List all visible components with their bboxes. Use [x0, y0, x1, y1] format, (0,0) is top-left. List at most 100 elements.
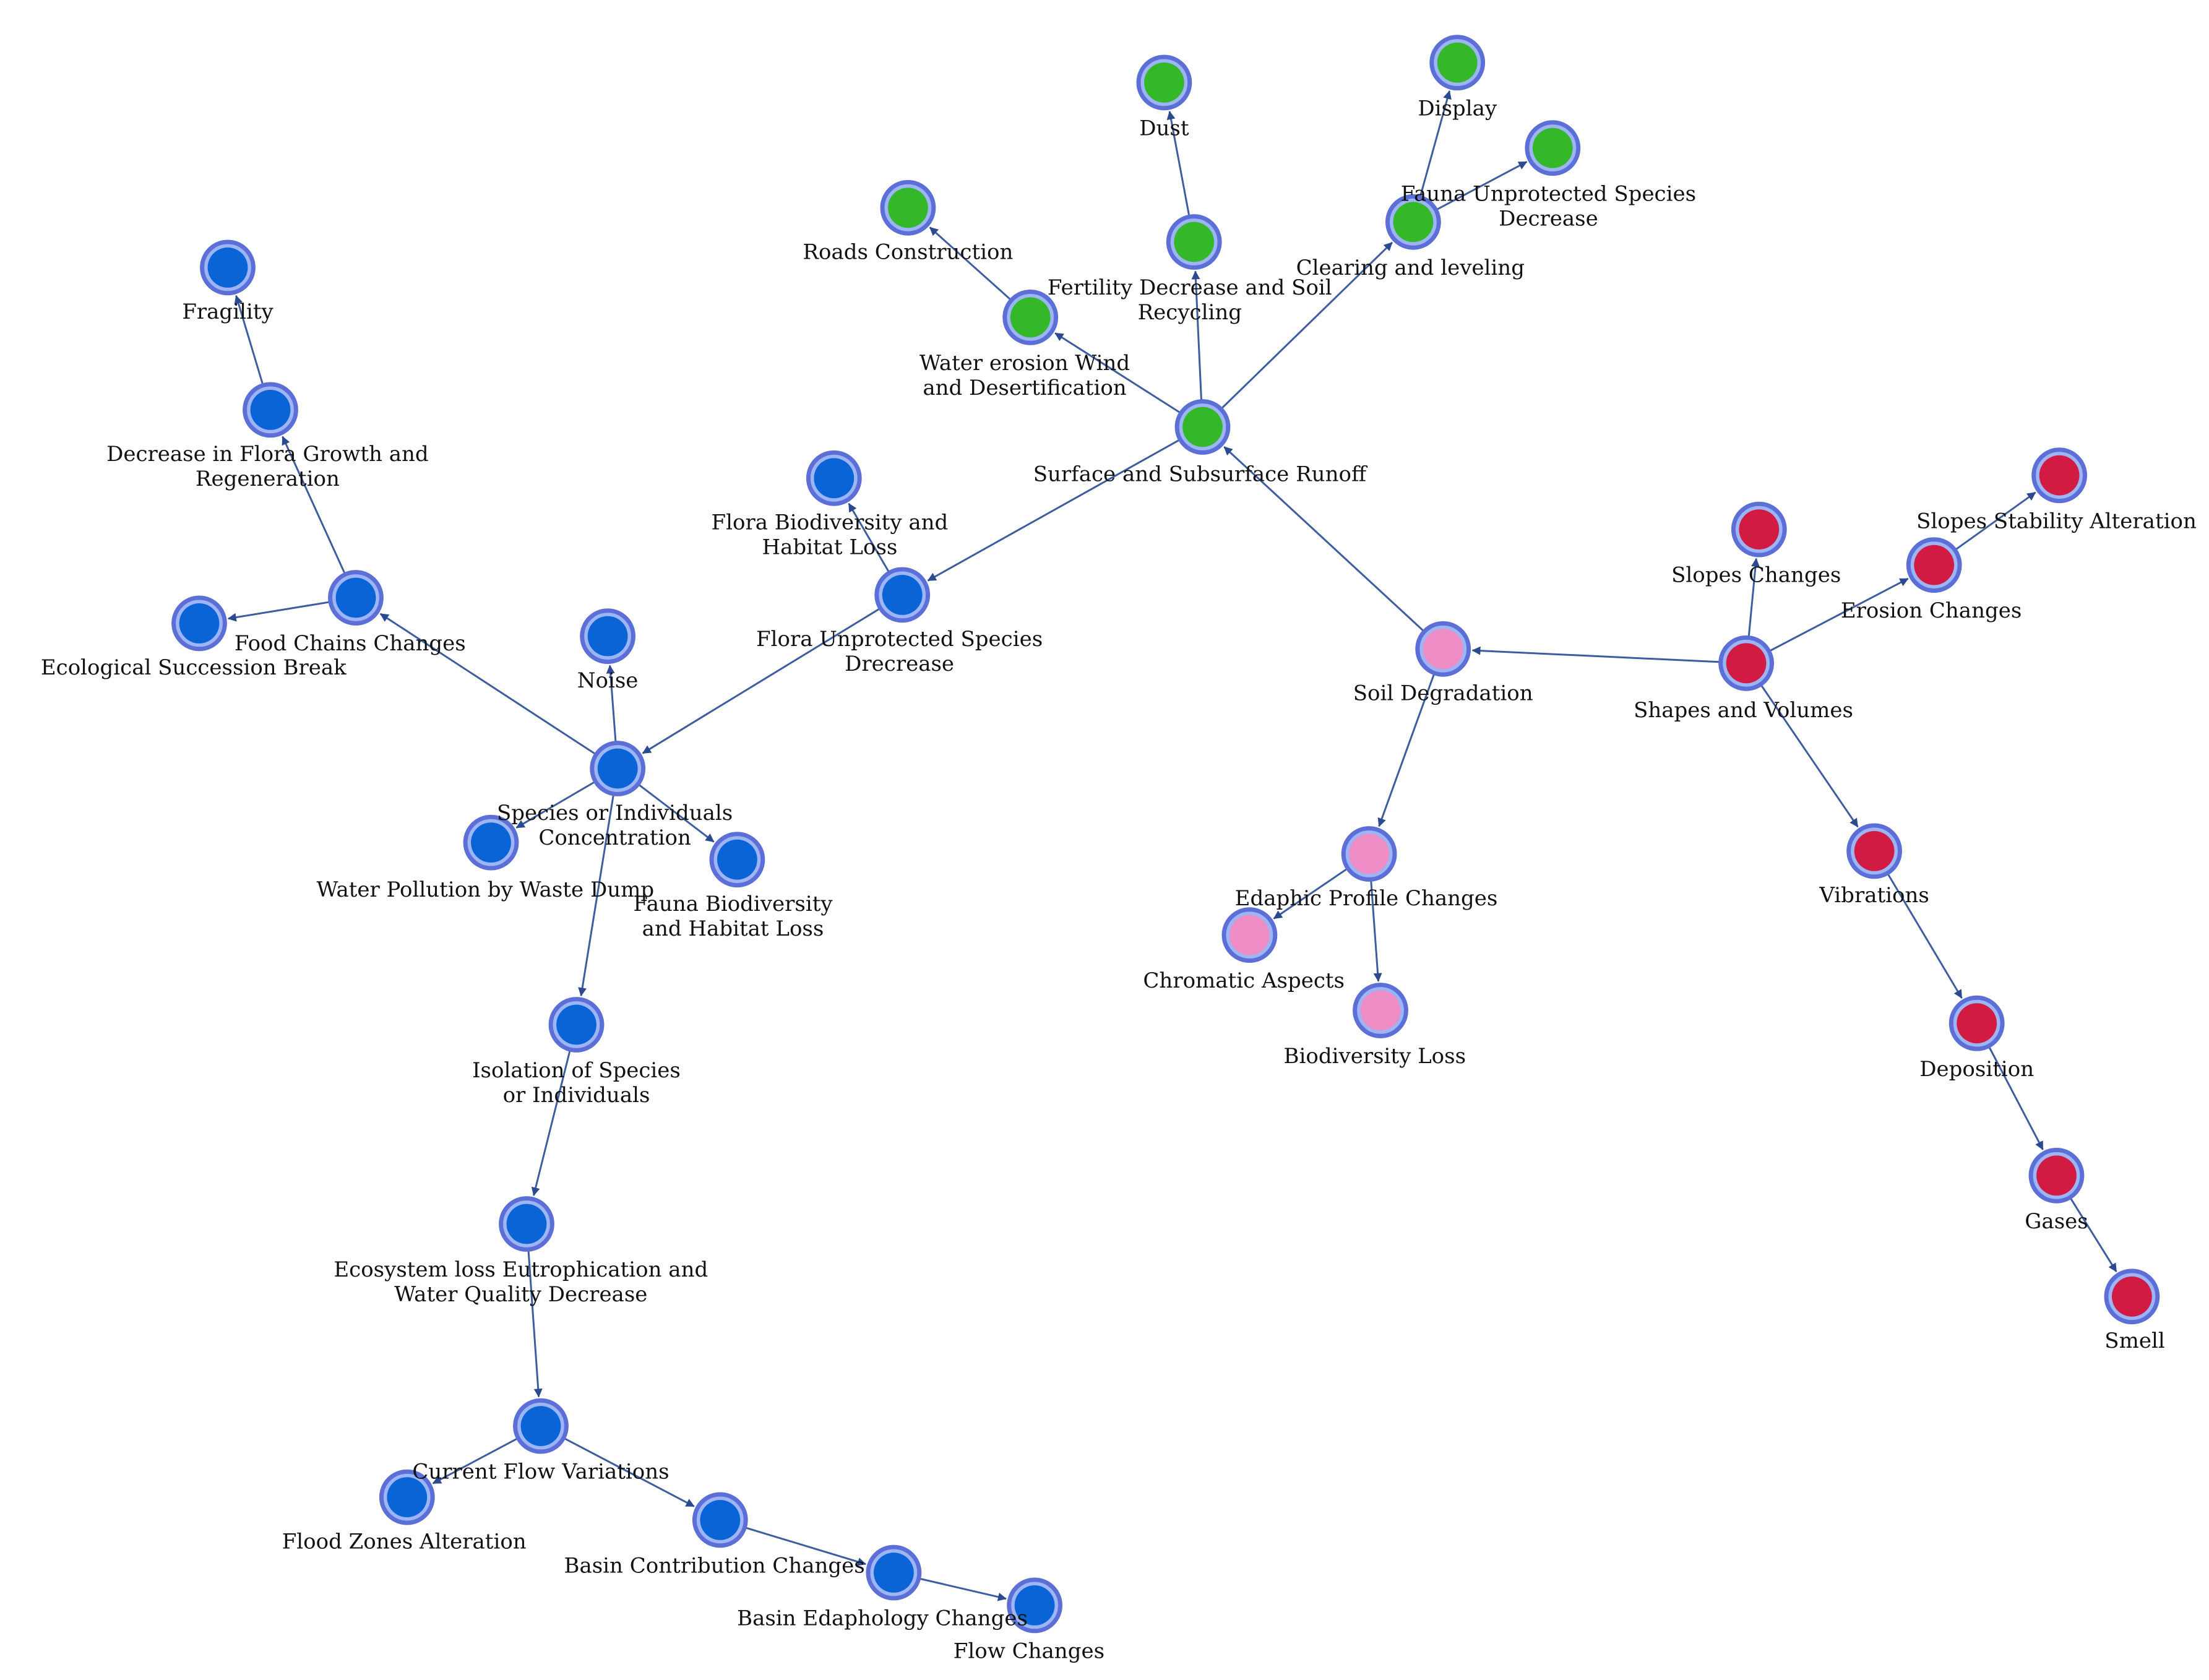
edge-shapes-to-erosion — [1768, 577, 1909, 652]
node-label: Erosion Changes — [1841, 598, 2022, 623]
node-eco-succession[interactable] — [171, 595, 227, 652]
node-core — [1739, 509, 1780, 549]
node-chromatic[interactable] — [1221, 907, 1278, 963]
node-core — [700, 1500, 741, 1540]
node-water-pollution[interactable] — [463, 814, 519, 871]
node-label: Gases — [2025, 1209, 2088, 1234]
node-label: Display — [1418, 96, 1497, 121]
node-label: Flood Zones Alteration — [282, 1529, 527, 1554]
edge-species_conc-to-fauna_biodiv — [637, 783, 715, 843]
node-core — [882, 575, 923, 615]
edge-edaphic-to-biodiv_loss — [1370, 879, 1382, 982]
edge-shapes-to-vibrations — [1760, 684, 1859, 828]
node-label: Current Flow Variations — [412, 1460, 669, 1484]
node-roads[interactable] — [880, 179, 936, 236]
node-flow-changes[interactable] — [1007, 1577, 1062, 1634]
node-display[interactable] — [1429, 35, 1486, 91]
node-label: Water Pollution by Waste Dump — [316, 877, 654, 902]
node-ecosystem-loss[interactable] — [499, 1196, 554, 1252]
node-core — [1423, 629, 1463, 670]
node-core — [335, 577, 376, 618]
node-flora-unprot[interactable] — [874, 567, 931, 623]
node-core — [2039, 455, 2080, 496]
edge-clearing-to-display — [1419, 90, 1452, 198]
node-clearing[interactable] — [1385, 194, 1441, 250]
node-decrease-flora[interactable] — [243, 382, 298, 438]
node-noise[interactable] — [580, 608, 635, 664]
node-gases[interactable] — [2028, 1147, 2085, 1204]
node-core — [1957, 1003, 1997, 1044]
node-vibrations[interactable] — [1846, 823, 1903, 879]
node-label: Dust — [1139, 116, 1189, 141]
node-core — [1349, 834, 1390, 874]
node-label: Shapes and Volumes — [1634, 698, 1853, 723]
edge-species_conc-to-food_chains — [379, 613, 597, 756]
node-label: Noise — [577, 668, 639, 693]
edge-decrease_flora-to-fragility — [234, 295, 264, 386]
node-core — [597, 748, 638, 789]
node-biodiv-loss[interactable] — [1353, 983, 1408, 1038]
node-core — [2112, 1276, 2152, 1317]
node-core — [1854, 831, 1895, 871]
node-edaphic[interactable] — [1341, 826, 1397, 882]
node-label: Chromatic Aspects — [1143, 968, 1345, 993]
node-label: Fragility — [182, 299, 273, 324]
node-basin-contrib[interactable] — [692, 1492, 748, 1548]
node-isolation[interactable] — [548, 997, 605, 1053]
node-label: Smell — [2104, 1329, 2164, 1353]
edge-food_chains-to-decrease_flora — [282, 436, 347, 575]
nodes-layer — [171, 35, 2160, 1634]
edge-deposition-to-gases — [1987, 1045, 2044, 1150]
node-label: Basin Contribution Changes — [564, 1554, 864, 1579]
node-label: Biodiversity Loss — [1284, 1044, 1466, 1069]
node-fauna-biodiv[interactable] — [709, 832, 765, 888]
node-flora-biodiv[interactable] — [806, 450, 862, 506]
edge-fertility-to-dust — [1166, 111, 1191, 217]
edge-flora_unprot-to-flora_biodiv — [848, 502, 890, 574]
node-core — [520, 1406, 561, 1447]
node-erosion[interactable] — [1906, 537, 1962, 593]
node-core — [471, 822, 511, 863]
node-water-erosion[interactable] — [1002, 290, 1059, 345]
node-slopes-changes[interactable] — [1731, 501, 1787, 558]
edge-species_conc-to-water_pollution — [515, 780, 596, 829]
node-label: Soil Degradation — [1353, 681, 1533, 706]
node-basin-edaph[interactable] — [866, 1544, 922, 1601]
node-deposition[interactable] — [1948, 995, 2005, 1051]
node-fauna-unprot[interactable] — [1525, 120, 1581, 176]
node-core — [1010, 297, 1051, 338]
edge-current_flow-to-flood_zones — [432, 1437, 519, 1484]
node-dust[interactable] — [1136, 54, 1192, 111]
edge-shapes-to-soil_deg — [1471, 646, 1721, 663]
node-shapes[interactable] — [1718, 635, 1775, 691]
node-smell[interactable] — [2104, 1269, 2160, 1325]
edges-layer — [227, 90, 2117, 1601]
node-label: Slopes Changes — [1671, 563, 1841, 588]
node-species-conc[interactable] — [590, 741, 646, 796]
node-current-flow[interactable] — [513, 1398, 569, 1454]
node-label: Flow Changes — [954, 1639, 1104, 1664]
node-core — [888, 187, 928, 228]
node-core — [506, 1204, 547, 1244]
node-core — [587, 616, 628, 657]
node-core — [1229, 915, 1270, 955]
node-soil-deg[interactable] — [1415, 621, 1471, 677]
node-runoff[interactable] — [1174, 399, 1231, 455]
node-fertility[interactable] — [1166, 214, 1222, 270]
node-flood-zones[interactable] — [379, 1469, 435, 1525]
node-core — [387, 1477, 428, 1518]
node-fragility[interactable] — [200, 239, 256, 296]
node-core — [1360, 990, 1401, 1031]
node-slopes-stab[interactable] — [2031, 447, 2088, 504]
node-food-chains[interactable] — [328, 570, 384, 626]
edge-runoff-to-fertility — [1191, 270, 1203, 402]
edge-soil_deg-to-runoff — [1223, 446, 1425, 632]
edge-water_erosion-to-roads — [929, 226, 1012, 301]
node-label: Edaphic Profile Changes — [1235, 886, 1498, 911]
node-core — [207, 248, 248, 288]
node-core — [1144, 62, 1184, 103]
